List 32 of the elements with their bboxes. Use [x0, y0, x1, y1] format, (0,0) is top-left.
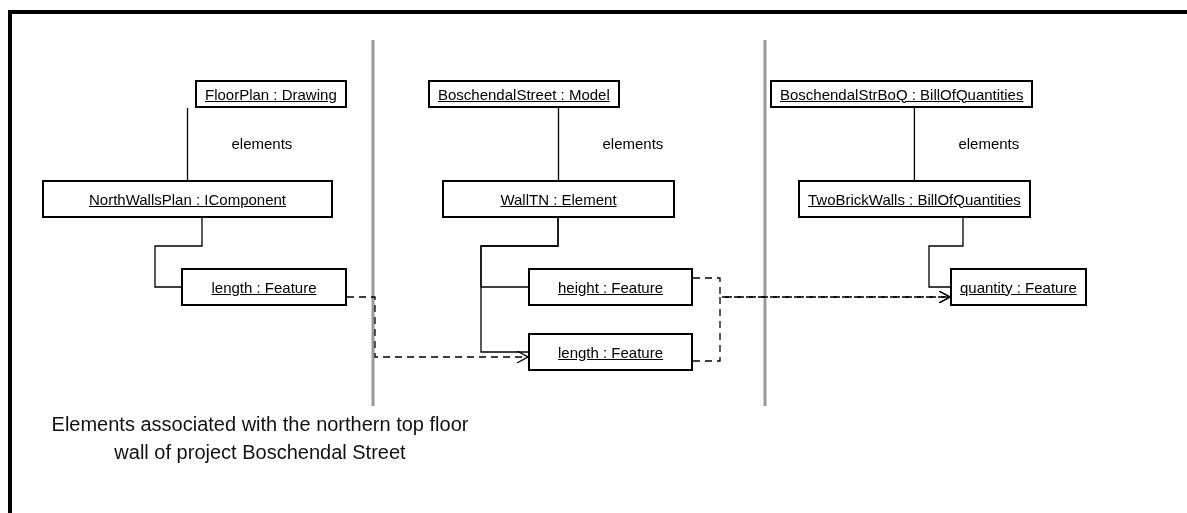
object-name: FloorPlan : Drawing: [205, 85, 337, 103]
object-name: length : Feature: [211, 278, 317, 296]
object-box: [528, 333, 693, 371]
edge-label: elements: [600, 135, 666, 152]
connector-line: [154, 217, 203, 288]
object-box: [42, 180, 333, 218]
object-box: [798, 180, 1031, 218]
object-box: [428, 80, 620, 108]
object-name: NorthWallsPlan : IComponent: [89, 190, 286, 208]
object-box: [181, 268, 347, 306]
arrow: [346, 296, 529, 364]
edge-label: elements: [229, 135, 295, 152]
object-name: height : Feature: [557, 278, 664, 296]
object-name: length : Feature: [557, 343, 664, 361]
connector-line: [557, 107, 560, 181]
object-name: quantity : Feature: [960, 278, 1077, 296]
object-box: [442, 180, 675, 218]
connector-line: [928, 217, 964, 288]
object-name: BoschendalStreet : Model: [438, 85, 610, 103]
object-name: WallTN : Element: [500, 190, 617, 208]
object-box: [950, 268, 1087, 306]
object-box: [528, 268, 693, 306]
arrow: [692, 290, 951, 362]
object-box: [195, 80, 347, 108]
object-name: TwoBrickWalls : BillOfQuantities: [808, 190, 1021, 208]
object-box: [770, 80, 1034, 108]
connector-line: [186, 107, 189, 181]
connector-line: [913, 107, 916, 181]
object-name: BoschendalStrBoQ : BillOfQuantities: [780, 85, 1024, 103]
edge-label: elements: [956, 135, 1022, 152]
caption: Elements associated with the northern top floor wall of project Boschendal Street: [50, 412, 470, 465]
connector-line: [480, 217, 559, 353]
